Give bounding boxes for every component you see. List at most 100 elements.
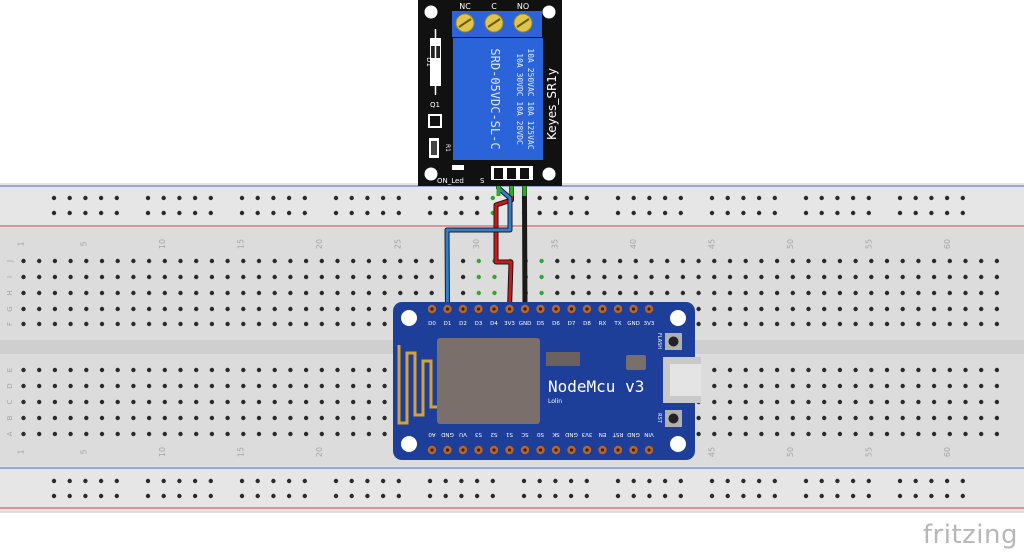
breadboard-hole[interactable] [568,493,574,499]
breadboard-hole[interactable] [743,321,748,327]
breadboard-hole[interactable] [427,478,433,484]
breadboard-hole[interactable] [790,306,795,312]
breadboard-hole[interactable] [146,258,152,264]
breadboard-hole[interactable] [633,258,638,264]
breadboard-hole[interactable] [712,274,717,280]
breadboard-hole[interactable] [115,290,120,296]
breadboard-hole[interactable] [884,321,890,327]
breadboard-hole[interactable] [979,383,984,389]
breadboard-hole[interactable] [712,367,717,373]
breadboard-hole[interactable] [380,210,386,216]
breadboard-hole[interactable] [947,258,952,264]
breadboard-hole[interactable] [365,210,370,216]
breadboard-hole[interactable] [835,493,840,499]
breadboard-hole[interactable] [553,195,558,201]
breadboard-hole[interactable] [602,274,607,280]
breadboard-hole[interactable] [772,195,777,201]
breadboard-hole[interactable] [21,383,26,389]
breadboard-hole[interactable] [647,210,652,216]
breadboard-hole[interactable] [539,290,544,296]
breadboard-hole[interactable] [241,306,246,312]
breadboard-hole[interactable] [194,290,199,296]
breadboard-hole[interactable] [960,210,965,216]
breadboard-hole[interactable] [255,195,260,201]
breadboard-hole[interactable] [897,195,903,201]
breadboard-hole[interactable] [335,431,340,437]
breadboard-hole[interactable] [979,367,984,373]
breadboard-hole[interactable] [774,399,780,405]
breadboard-hole[interactable] [68,383,73,389]
breadboard-hole[interactable] [741,210,746,216]
breadboard-hole[interactable] [68,274,73,280]
breadboard-hole[interactable] [617,258,623,264]
breadboard-hole[interactable] [209,415,215,421]
breadboard-hole[interactable] [351,290,356,296]
breadboard-hole[interactable] [178,415,183,421]
breadboard-hole[interactable] [931,258,937,264]
breadboard-hole[interactable] [413,274,419,280]
breadboard-hole[interactable] [963,431,968,437]
breadboard-hole[interactable] [114,493,120,499]
breadboard-hole[interactable] [884,274,890,280]
breadboard-hole[interactable] [443,493,448,499]
breadboard-hole[interactable] [727,274,733,280]
breadboard-hole[interactable] [727,431,733,437]
breadboard-hole[interactable] [51,493,57,499]
breadboard-hole[interactable] [900,415,905,421]
breadboard-hole[interactable] [99,415,105,421]
breadboard-hole[interactable] [555,258,560,264]
breadboard-hole[interactable] [333,210,339,216]
breadboard-hole[interactable] [99,306,105,312]
breadboard-hole[interactable] [131,290,136,296]
breadboard-hole[interactable] [225,290,230,296]
breadboard-hole[interactable] [366,399,372,405]
breadboard-hole[interactable] [115,415,120,421]
breadboard-hole[interactable] [774,290,780,296]
breadboard-hole[interactable] [288,321,293,327]
breadboard-hole[interactable] [476,274,481,280]
breadboard-hole[interactable] [256,258,262,264]
breadboard-hole[interactable] [712,306,717,312]
breadboard-hole[interactable] [303,306,309,312]
breadboard-hole[interactable] [286,210,292,216]
breadboard-hole[interactable] [712,399,717,405]
breadboard-hole[interactable] [819,493,824,499]
breadboard-hole[interactable] [427,493,433,499]
breadboard-hole[interactable] [850,195,856,201]
breadboard-hole[interactable] [947,367,952,373]
breadboard-hole[interactable] [850,493,856,499]
breadboard-hole[interactable] [759,399,764,405]
breadboard-hole[interactable] [241,321,246,327]
breadboard-hole[interactable] [490,493,495,499]
breadboard-hole[interactable] [790,290,795,296]
breadboard-hole[interactable] [979,290,984,296]
breadboard-hole[interactable] [929,210,934,216]
breadboard-hole[interactable] [99,399,105,405]
breadboard-hole[interactable] [727,321,733,327]
breadboard-hole[interactable] [916,415,921,421]
breadboard-hole[interactable] [521,478,527,484]
breadboard-hole[interactable] [979,258,984,264]
breadboard-hole[interactable] [806,306,811,312]
breadboard-hole[interactable] [647,478,652,484]
breadboard-hole[interactable] [709,478,715,484]
breadboard-hole[interactable] [366,431,372,437]
breadboard-hole[interactable] [790,367,795,373]
breadboard-hole[interactable] [633,274,638,280]
breadboard-hole[interactable] [68,431,73,437]
breadboard-hole[interactable] [994,321,1000,327]
breadboard-hole[interactable] [131,306,136,312]
breadboard-hole[interactable] [947,431,952,437]
breadboard-hole[interactable] [427,210,433,216]
breadboard-hole[interactable] [37,415,42,421]
breadboard-hole[interactable] [303,415,309,421]
breadboard-hole[interactable] [67,195,72,201]
breadboard-hole[interactable] [177,493,182,499]
breadboard-hole[interactable] [225,399,230,405]
breadboard-hole[interactable] [963,306,968,312]
breadboard-hole[interactable] [209,258,215,264]
breadboard-hole[interactable] [194,399,199,405]
breadboard-hole[interactable] [351,367,356,373]
breadboard-hole[interactable] [756,195,762,201]
breadboard-hole[interactable] [37,290,42,296]
